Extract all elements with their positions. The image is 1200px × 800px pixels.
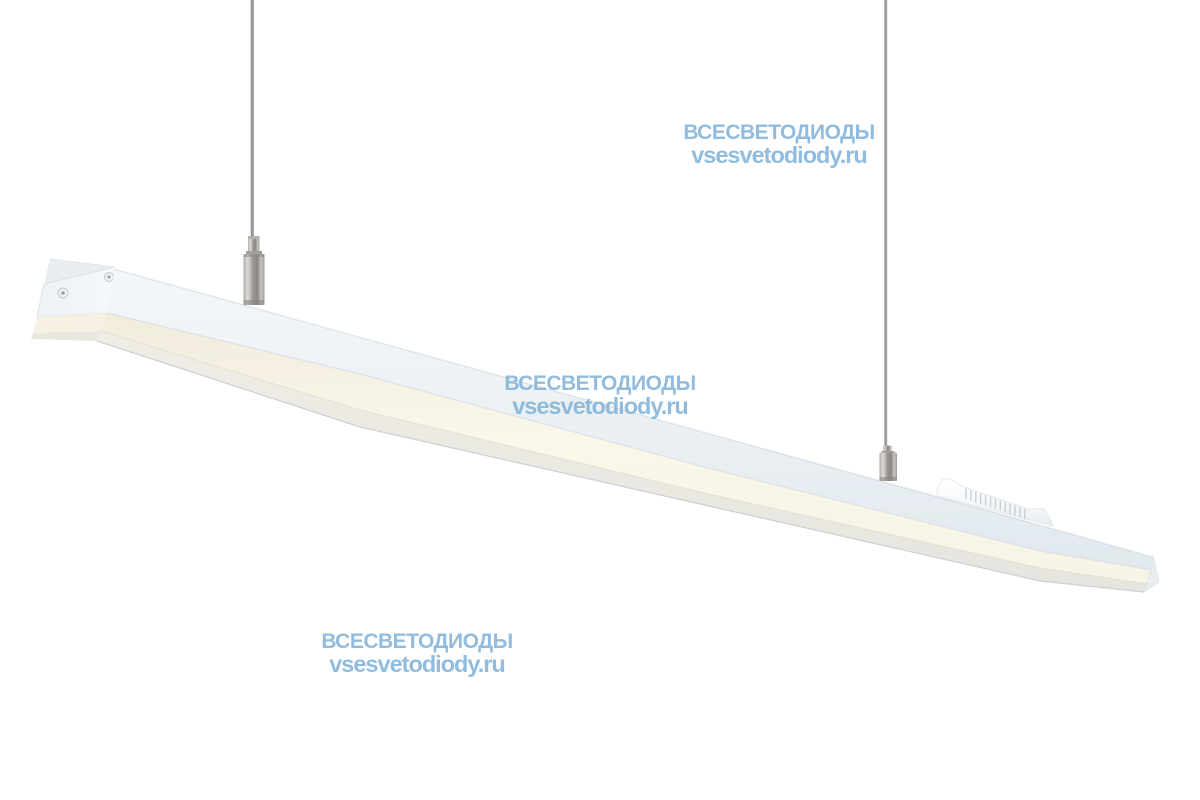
track-mount-connector bbox=[936, 478, 1054, 527]
connector-fins bbox=[965, 488, 1026, 520]
right-suspension-cable bbox=[884, 0, 888, 449]
fixture-body bbox=[31, 258, 1160, 593]
rim-left-end bbox=[31, 331, 101, 341]
end-cap-screw bbox=[57, 287, 69, 299]
bottom-edge bbox=[96, 340, 1145, 593]
end-cap-top-edge bbox=[49, 258, 116, 268]
diffuser-left-end bbox=[33, 313, 107, 333]
left-cable-gripper bbox=[243, 236, 265, 305]
left-suspension-cable bbox=[250, 0, 254, 240]
top-edge-highlight bbox=[114, 265, 1154, 557]
top-edge-shadow-line bbox=[114, 269, 1154, 558]
side-diffuser-edge bbox=[106, 312, 1152, 571]
end-cap-screw bbox=[104, 272, 114, 282]
diffuser-rim-edge bbox=[100, 330, 1149, 585]
right-cable-gripper bbox=[879, 445, 897, 481]
diffuser bbox=[101, 313, 1151, 584]
fixture-side-face bbox=[107, 267, 1153, 570]
